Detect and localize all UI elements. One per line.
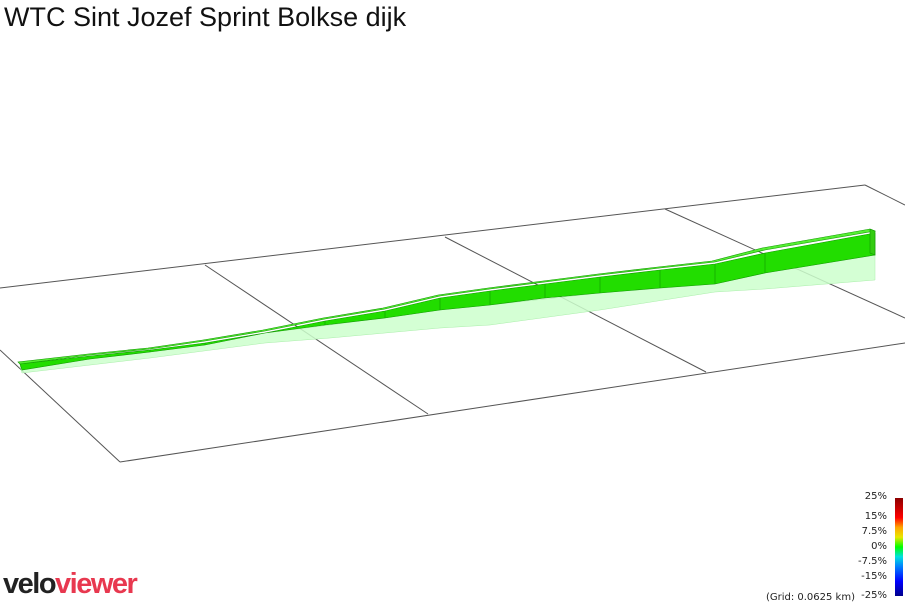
legend-label: -7.5% — [857, 556, 887, 567]
grid-line — [0, 349, 121, 463]
legend-label: 25% — [864, 491, 887, 502]
logo-text-viewer: viewer — [55, 568, 138, 600]
legend-label: -25% — [861, 590, 887, 601]
route-end-cap — [869, 228, 876, 256]
legend-label: 7.5% — [861, 526, 887, 537]
legend-label: -15% — [861, 571, 887, 582]
logo-text-velo: velo — [3, 568, 57, 600]
grid-line — [0, 184, 866, 289]
route-top-face — [17, 228, 877, 365]
gradient-color-scale — [895, 498, 903, 596]
grid-scale-note: (Grid: 0.0625 km) — [765, 592, 855, 603]
grid-line — [864, 184, 905, 206]
page-title: WTC Sint Jozef Sprint Bolkse dijk — [4, 2, 407, 32]
legend-label: 15% — [864, 511, 887, 522]
veloviewer-logo[interactable]: veloviewer — [3, 568, 138, 601]
legend-label: 0% — [871, 541, 887, 552]
grid-line — [119, 342, 905, 463]
grid-line — [204, 264, 429, 415]
gradient-legend: 25% 15% 7.5% 0% -7.5% -15% -25% — [795, 491, 905, 603]
route-profile — [17, 228, 877, 371]
